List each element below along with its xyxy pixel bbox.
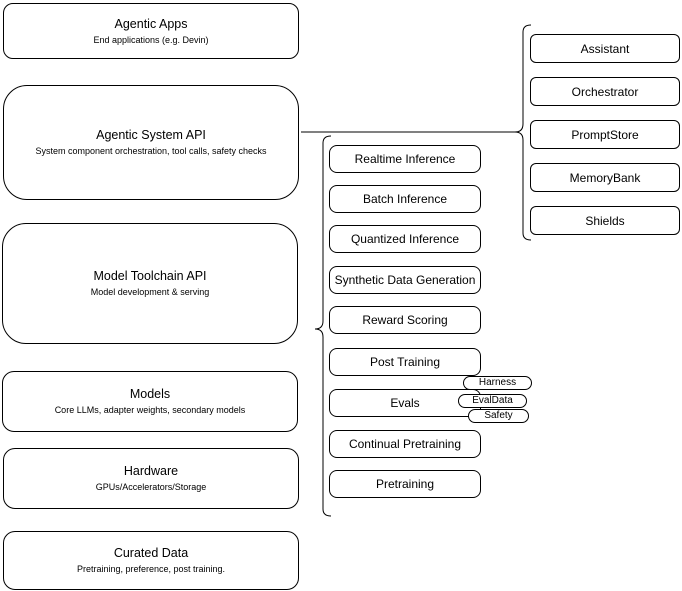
box-subtitle: GPUs/Accelerators/Storage [95,482,207,492]
box-hardware: Hardware GPUs/Accelerators/Storage [3,448,299,509]
component-box-shields: Shields [530,206,680,235]
box-agentic-apps: Agentic Apps End applications (e.g. Devi… [3,3,299,59]
component-box-memorybank: MemoryBank [530,163,680,192]
box-models: Models Core LLMs, adapter weights, secon… [2,371,298,432]
box-title: Models [129,387,171,401]
component-box-orchestrator: Orchestrator [530,77,680,106]
toolchain-box-realtime-inference: Realtime Inference [329,145,481,173]
box-title: Curated Data [113,546,189,560]
component-box-assistant: Assistant [530,34,680,63]
components-brace [514,24,532,241]
toolchain-box-post-training: Post Training [329,348,481,376]
box-subtitle: Pretraining, preference, post training. [76,564,226,574]
box-model-toolchain-api: Model Toolchain API Model development & … [2,223,298,344]
toolchain-box-quantized-inference: Quantized Inference [329,225,481,253]
box-subtitle: End applications (e.g. Devin) [93,34,209,45]
toolchain-box-reward-scoring: Reward Scoring [329,306,481,334]
box-title: Hardware [123,464,179,478]
eval-tag-evaldata: EvalData [458,394,527,408]
toolchain-box-batch-inference: Batch Inference [329,185,481,213]
box-title: Agentic System API [96,128,206,142]
box-title: Agentic Apps [114,16,188,31]
eval-tag-safety: Safety [468,409,529,423]
toolchain-box-pretraining: Pretraining [329,470,481,498]
toolchain-box-synthetic-data-generation: Synthetic Data Generation [329,266,481,294]
eval-tag-harness: Harness [463,376,532,390]
box-subtitle: System component orchestration, tool cal… [35,146,267,156]
box-curated-data: Curated Data Pretraining, preference, po… [3,531,299,590]
box-title: Model Toolchain API [93,269,207,283]
component-box-promptstore: PromptStore [530,120,680,149]
toolchain-box-continual-pretraining: Continual Pretraining [329,430,481,458]
box-subtitle: Model development & serving [90,287,210,297]
box-agentic-system-api: Agentic System API System component orch… [3,85,299,200]
box-subtitle: Core LLMs, adapter weights, secondary mo… [54,405,246,415]
toolchain-box-evals: Evals [329,389,481,417]
